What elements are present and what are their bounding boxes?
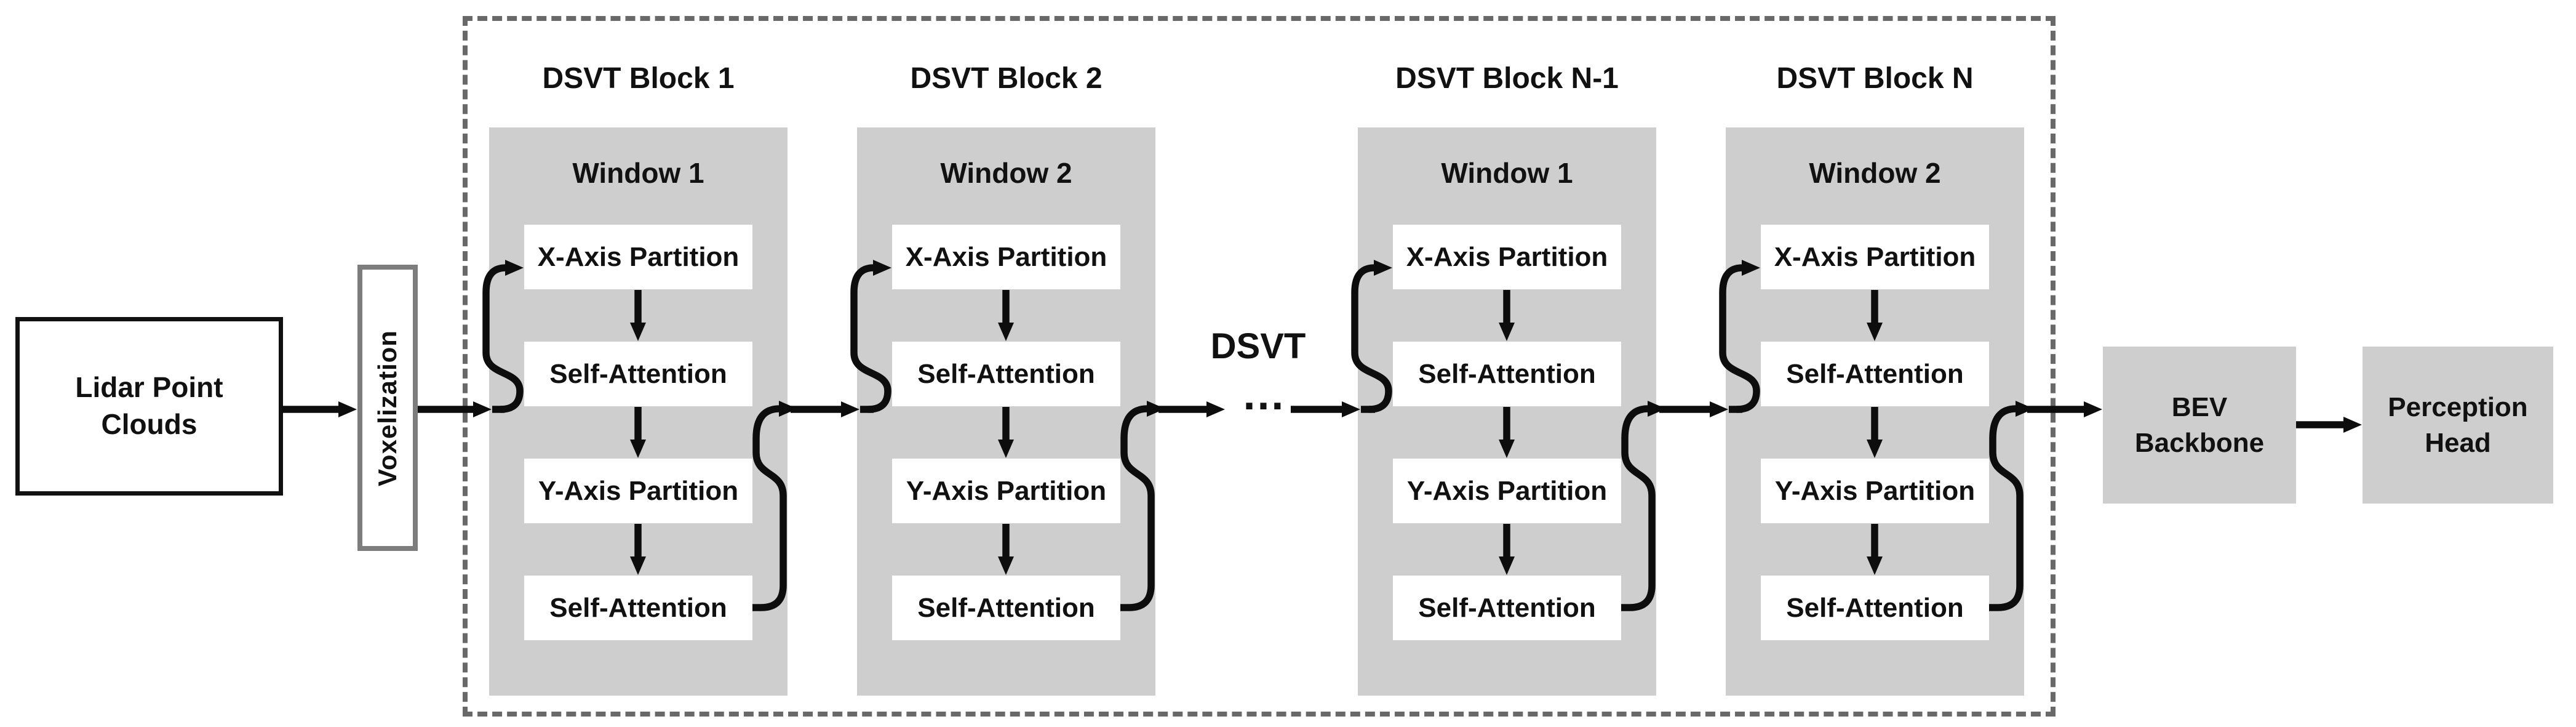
block-n-step-y-axis-partition: Y-Axis Partition <box>1761 459 1989 523</box>
block-n-step-x-axis-partition: X-Axis Partition <box>1761 225 1989 289</box>
voxelization-label: Voxelization <box>373 329 402 486</box>
block-2-step-self-attention-1: Self-Attention <box>892 342 1120 406</box>
block-n1-step-self-attention-1: Self-Attention <box>1393 342 1621 406</box>
block-2-step-self-attention-2: Self-Attention <box>892 576 1120 640</box>
perception-head-label: Perception Head <box>2388 392 2528 458</box>
block-2-title: DSVT Block 2 <box>910 62 1103 95</box>
perception-head-box: Perception Head <box>2363 347 2553 504</box>
block-1-step-x-axis-partition: X-Axis Partition <box>524 225 752 289</box>
dsvt-dashed-container <box>463 16 2056 717</box>
block-n1-step-y-axis-partition: Y-Axis Partition <box>1393 459 1621 523</box>
bev-backbone-label: BEV Backbone <box>2134 392 2265 458</box>
block-n1-step-self-attention-2: Self-Attention <box>1393 576 1621 640</box>
block-2-window-label: Window 2 <box>940 157 1072 189</box>
block-1-step-y-axis-partition: Y-Axis Partition <box>524 459 752 523</box>
lidar-point-clouds-box: Lidar Point Clouds <box>15 317 283 496</box>
bev-backbone-box: BEV Backbone <box>2103 347 2296 504</box>
block-1-step-self-attention-1: Self-Attention <box>524 342 752 406</box>
block-n-window-label: Window 2 <box>1809 157 1941 189</box>
dsvt-middle-label: DSVT <box>1210 326 1306 366</box>
block-2-step-y-axis-partition: Y-Axis Partition <box>892 459 1120 523</box>
block-2-step-x-axis-partition: X-Axis Partition <box>892 225 1120 289</box>
lidar-point-clouds-label: Lidar Point Clouds <box>75 371 223 440</box>
block-n-step-self-attention-2: Self-Attention <box>1761 576 1989 640</box>
block-n1-title: DSVT Block N-1 <box>1395 62 1619 95</box>
block-n1-step-x-axis-partition: X-Axis Partition <box>1393 225 1621 289</box>
block-n-step-self-attention-1: Self-Attention <box>1761 342 1989 406</box>
block-1-window-label: Window 1 <box>572 157 704 189</box>
block-1-step-self-attention-2: Self-Attention <box>524 576 752 640</box>
voxelization-box: Voxelization <box>357 265 418 551</box>
ellipsis-dots: … <box>1241 370 1288 419</box>
block-1-title: DSVT Block 1 <box>542 62 735 95</box>
block-n1-window-label: Window 1 <box>1441 157 1573 189</box>
block-n-title: DSVT Block N <box>1776 62 1974 95</box>
